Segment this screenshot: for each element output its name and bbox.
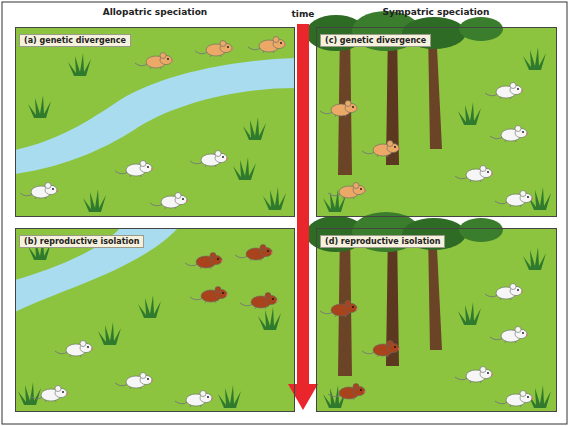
river bbox=[15, 58, 295, 174]
illustration-panel: (c) genetic divergence bbox=[316, 27, 557, 217]
meadow-ground bbox=[15, 27, 295, 217]
panel-title: (b) reproductive isolation bbox=[19, 235, 144, 248]
mice bbox=[20, 37, 533, 408]
trees bbox=[306, 212, 503, 376]
meadow-ground bbox=[15, 228, 295, 412]
column-heading: Allopatric speciation bbox=[103, 7, 208, 17]
river bbox=[15, 228, 178, 312]
axis-label: time bbox=[292, 9, 315, 19]
panel-title: (d) reproductive isolation bbox=[320, 235, 445, 248]
illustration-panel: (b) reproductive isolation bbox=[15, 228, 295, 412]
time-arrow bbox=[288, 24, 318, 410]
illustration-panel: (d) reproductive isolation bbox=[316, 228, 557, 412]
panel-title: (a) genetic divergence bbox=[19, 34, 131, 47]
illustration-panel: (a) genetic divergence bbox=[15, 27, 295, 217]
column-heading: Sympatric speciation bbox=[383, 7, 490, 17]
panel-title: (c) genetic divergence bbox=[320, 34, 431, 47]
trees bbox=[306, 11, 503, 175]
